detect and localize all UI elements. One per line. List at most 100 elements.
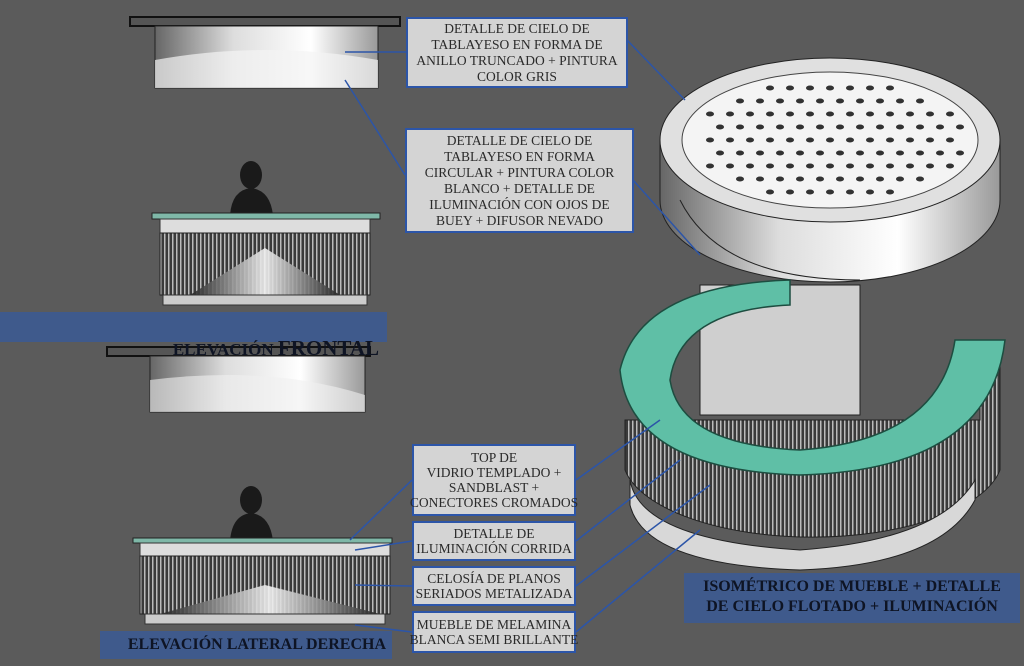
downlight-icon — [796, 98, 804, 104]
downlight-icon — [846, 85, 854, 91]
downlight-icon — [886, 189, 894, 195]
downlight-icon — [896, 176, 904, 182]
downlight-icon — [886, 85, 894, 91]
downlight-icon — [786, 111, 794, 117]
downlight-icon — [796, 150, 804, 156]
downlight-icon — [796, 176, 804, 182]
downlight-icon — [796, 124, 804, 130]
isometric-ceiling — [659, 57, 1001, 283]
downlight-icon — [826, 137, 834, 143]
leader-lines — [344, 39, 711, 633]
downlight-icon — [866, 189, 874, 195]
downlight-icon — [926, 137, 934, 143]
downlight-icon — [736, 176, 744, 182]
downlight-icon — [766, 189, 774, 195]
downlight-icon — [766, 163, 774, 169]
downlight-icon — [776, 176, 784, 182]
downlight-icon — [926, 163, 934, 169]
label-ceiling-circle: DETALLE DE CIELO DE TABLAYESO EN FORMA C… — [405, 128, 634, 233]
downlight-icon — [886, 137, 894, 143]
downlight-icon — [716, 150, 724, 156]
downlight-icon — [716, 124, 724, 130]
downlight-icon — [856, 98, 864, 104]
downlight-icon — [836, 150, 844, 156]
downlight-icon — [766, 85, 774, 91]
side-ceiling-elevation — [106, 346, 371, 413]
downlight-icon — [916, 176, 924, 182]
downlight-icon — [706, 111, 714, 117]
downlight-icon — [776, 150, 784, 156]
downlight-icon — [826, 85, 834, 91]
downlight-icon — [756, 124, 764, 130]
downlight-icon — [896, 150, 904, 156]
downlight-icon — [756, 176, 764, 182]
front-counter-elevation — [151, 212, 381, 306]
downlight-icon — [826, 189, 834, 195]
downlight-icon — [876, 98, 884, 104]
downlight-icon — [876, 124, 884, 130]
downlight-icon — [806, 189, 814, 195]
downlight-icon — [876, 176, 884, 182]
downlight-icon — [836, 98, 844, 104]
label-furniture: MUEBLE DE MELAMINA BLANCA SEMI BRILLANTE — [410, 611, 578, 653]
downlight-icon — [806, 163, 814, 169]
downlight-icon — [746, 163, 754, 169]
downlight-icon — [916, 150, 924, 156]
downlight-icon — [856, 176, 864, 182]
downlight-icon — [906, 111, 914, 117]
downlight-icon — [736, 98, 744, 104]
downlight-icon — [946, 137, 954, 143]
downlight-icon — [806, 111, 814, 117]
downlight-icon — [736, 124, 744, 130]
banner-frontal-main: FRONTAL — [277, 336, 379, 360]
downlight-icon — [856, 124, 864, 130]
downlight-icon — [816, 124, 824, 130]
downlight-icon — [886, 163, 894, 169]
person-silhouette — [230, 486, 273, 541]
downlight-icon — [826, 111, 834, 117]
downlight-icon — [876, 150, 884, 156]
downlight-icon — [936, 150, 944, 156]
banner-frontal-elevation: ELEVACIÓN FRONTAL — [0, 312, 387, 360]
downlight-icon — [726, 111, 734, 117]
front-ceiling-elevation — [129, 16, 401, 89]
downlight-icon — [916, 98, 924, 104]
downlight-icon — [766, 137, 774, 143]
downlight-icon — [896, 124, 904, 130]
isometric-counter — [619, 279, 1006, 571]
downlight-icon — [736, 150, 744, 156]
downlight-icon — [866, 163, 874, 169]
label-ceiling-ring: DETALLE DE CIELO DE TABLAYESO EN FORMA D… — [406, 17, 628, 88]
downlight-icon — [746, 137, 754, 143]
downlight-icon — [766, 111, 774, 117]
downlight-icon — [806, 85, 814, 91]
side-counter-elevation — [132, 537, 393, 625]
downlight-icon — [956, 124, 964, 130]
downlight-icon — [746, 111, 754, 117]
downlight-icon — [946, 111, 954, 117]
downlight-icon — [786, 137, 794, 143]
downlight-icon — [806, 137, 814, 143]
downlight-icon — [846, 111, 854, 117]
downlight-icon — [816, 98, 824, 104]
downlight-icon — [756, 98, 764, 104]
downlight-icon — [776, 98, 784, 104]
downlight-icon — [866, 137, 874, 143]
downlight-icon — [726, 137, 734, 143]
downlight-icon — [886, 111, 894, 117]
downlight-icon — [836, 124, 844, 130]
downlight-icon — [846, 163, 854, 169]
downlight-icon — [846, 137, 854, 143]
downlight-icon — [926, 111, 934, 117]
label-lighting: DETALLE DE ILUMINACIÓN CORRIDA — [412, 521, 576, 561]
downlight-icon — [946, 163, 954, 169]
downlight-icon — [846, 189, 854, 195]
downlight-icon — [906, 163, 914, 169]
banner-frontal-prefix: ELEVACIÓN — [172, 340, 278, 359]
downlight-icon — [906, 137, 914, 143]
downlight-icon — [856, 150, 864, 156]
downlight-icon — [756, 150, 764, 156]
person-silhouette — [230, 161, 273, 215]
downlight-icon — [826, 163, 834, 169]
